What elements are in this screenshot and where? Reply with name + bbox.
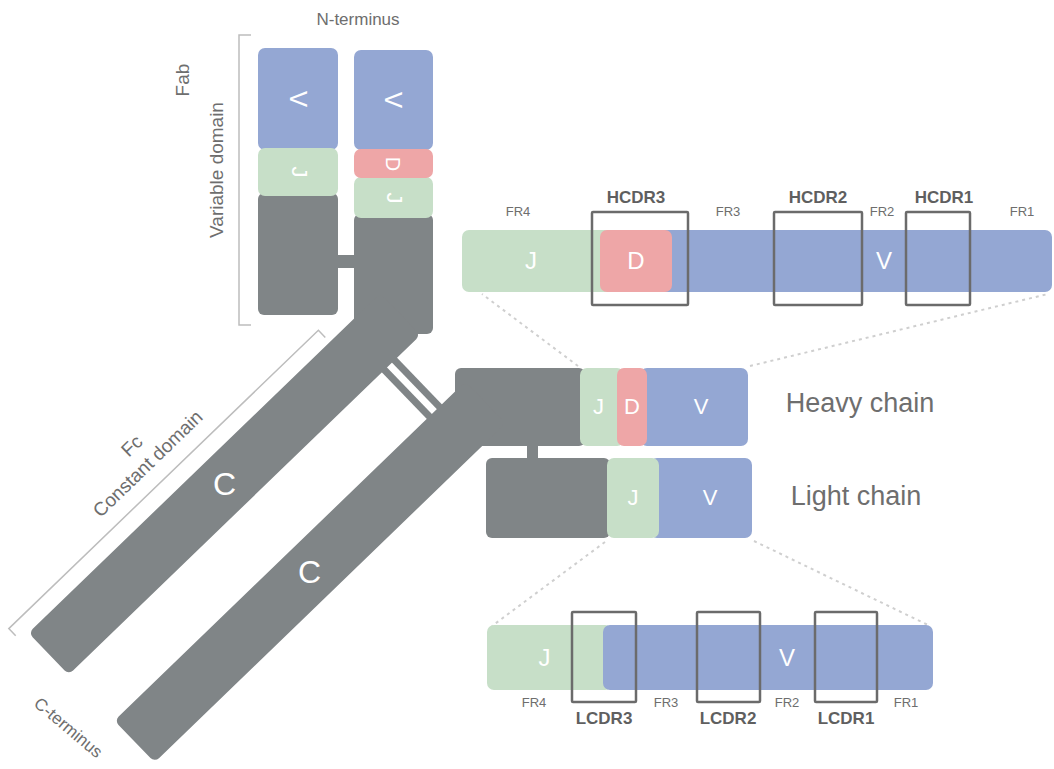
- segment-letter: J: [628, 487, 639, 509]
- segment-letter: D: [627, 249, 644, 273]
- zoom-lines: [482, 294, 1048, 626]
- segment-box: V: [603, 625, 933, 690]
- chain-label: Heavy chain: [786, 388, 935, 419]
- segment-letter: J: [383, 192, 405, 203]
- light-constant-region: [258, 193, 338, 315]
- segment-box: J: [354, 177, 433, 218]
- cdr-label: HCDR3: [607, 188, 666, 208]
- segment-letter: D: [624, 396, 640, 418]
- framework-label: FR4: [522, 696, 547, 711]
- cdr-outline: [697, 612, 760, 702]
- region-label: Fab: [172, 64, 194, 97]
- zoom-line: [492, 542, 605, 626]
- framework-label: FR1: [1010, 205, 1035, 220]
- segment-letter: V: [381, 92, 405, 108]
- segment-letter: J: [593, 396, 604, 418]
- segment-letter: J: [539, 646, 551, 670]
- framework-label: FR1: [894, 696, 919, 711]
- segment-box: D: [600, 230, 672, 292]
- framework-label: FR4: [506, 205, 531, 220]
- cdr-label: LCDR1: [818, 709, 875, 729]
- segment-box: J: [462, 230, 612, 292]
- segment-letter: V: [286, 91, 310, 107]
- segment-letter: V: [876, 249, 892, 273]
- segment-letter: D: [383, 156, 403, 170]
- segment-box: D: [354, 149, 433, 178]
- disulfide-bond: [527, 444, 538, 460]
- disulfide-bond: [336, 255, 356, 268]
- framework-label: FR2: [870, 205, 895, 220]
- segment-box: V: [258, 48, 338, 150]
- segment-box: V: [354, 50, 433, 150]
- cdr-outline: [815, 612, 877, 702]
- cdr-label: LCDR3: [576, 709, 633, 729]
- zoom-line: [754, 541, 930, 626]
- segment-letter: V: [703, 487, 718, 509]
- segment-letter: V: [779, 646, 795, 670]
- region-label: Variable domain: [206, 102, 228, 238]
- segment-box: D: [617, 368, 647, 446]
- framework-label: FR3: [654, 696, 679, 711]
- segment-letter: C: [298, 556, 321, 588]
- zoom-line: [482, 294, 578, 366]
- cdr-label: LCDR2: [700, 709, 757, 729]
- segment-letter: V: [694, 396, 709, 418]
- segment-letter: J: [525, 249, 537, 273]
- terminus-label: N-terminus: [316, 10, 399, 30]
- segment-box: J: [258, 148, 338, 196]
- zoom-line: [750, 294, 1048, 366]
- segment-box: J: [607, 458, 659, 538]
- segment-letter: C: [212, 468, 235, 500]
- cdr-outline: [906, 212, 970, 305]
- framework-label: FR2: [775, 696, 800, 711]
- segment-box: V: [640, 368, 748, 446]
- framework-label: FR3: [716, 205, 741, 220]
- light-constant-region: [486, 458, 610, 538]
- fab-bracket: [239, 35, 251, 325]
- segment-box: V: [650, 230, 1052, 292]
- cdr-outline: [592, 212, 688, 305]
- chain-label: Light chain: [791, 481, 922, 512]
- segment-box: V: [650, 458, 752, 538]
- segment-box: J: [487, 625, 612, 690]
- cdr-label: HCDR2: [789, 188, 848, 208]
- terminus-label: C-terminus: [30, 694, 106, 762]
- cdr-label: HCDR1: [915, 188, 974, 208]
- cdr-outline: [774, 212, 862, 305]
- segment-letter: J: [287, 167, 309, 178]
- cdr-outline: [572, 612, 636, 702]
